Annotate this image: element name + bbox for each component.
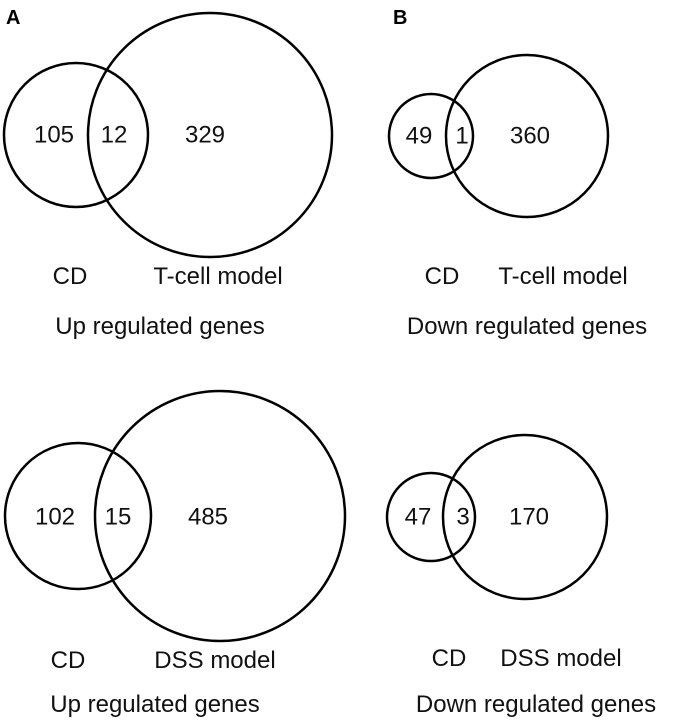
- venn-a-bottom: 102 15 485 CD DSS model Up regulated gen…: [3, 389, 347, 718]
- cd-set-label: CD: [53, 263, 88, 290]
- t-cell-only-count: 360: [510, 122, 550, 149]
- up-regulated-caption: Up regulated genes: [50, 691, 259, 718]
- cd-set-label: CD: [425, 263, 460, 290]
- t-cell-model-circle: [86, 11, 334, 259]
- t-cell-only-count: 329: [185, 121, 225, 148]
- cd-only-count: 102: [35, 503, 75, 530]
- t-cell-model-set-label: T-cell model: [498, 263, 627, 290]
- cd-only-count: 105: [34, 121, 74, 148]
- dss-model-set-label: DSS model: [500, 645, 621, 672]
- dss-only-count: 485: [188, 503, 228, 530]
- panel-label-b: B: [393, 7, 407, 29]
- overlap-count: 15: [105, 503, 132, 530]
- cd-circle: [385, 471, 477, 563]
- down-regulated-caption: Down regulated genes: [407, 313, 647, 340]
- venn-b-top: 49 1 360 CD T-cell model Down regulated …: [387, 53, 647, 340]
- panel-label-a: A: [6, 7, 20, 29]
- overlap-count: 1: [455, 122, 468, 149]
- venn-a-top: 105 12 329 CD T-cell model Up regulated …: [2, 11, 334, 340]
- cd-only-count: 47: [405, 503, 432, 530]
- down-regulated-caption: Down regulated genes: [416, 691, 656, 718]
- dss-model-set-label: DSS model: [154, 647, 275, 674]
- cd-circle: [387, 92, 475, 180]
- up-regulated-caption: Up regulated genes: [55, 313, 264, 340]
- cd-circle: [2, 61, 150, 209]
- dss-only-count: 170: [509, 503, 549, 530]
- overlap-count: 3: [456, 503, 469, 530]
- cd-circle: [3, 441, 153, 591]
- dss-model-circle: [441, 433, 609, 601]
- t-cell-model-circle: [444, 53, 610, 219]
- cd-set-label: CD: [51, 647, 86, 674]
- venn-b-bottom: 47 3 170 CD DSS model Down regulated gen…: [385, 433, 656, 718]
- overlap-count: 12: [101, 121, 128, 148]
- dss-model-circle: [93, 389, 347, 643]
- cd-only-count: 49: [406, 122, 433, 149]
- t-cell-model-set-label: T-cell model: [153, 263, 282, 290]
- cd-set-label: CD: [432, 645, 467, 672]
